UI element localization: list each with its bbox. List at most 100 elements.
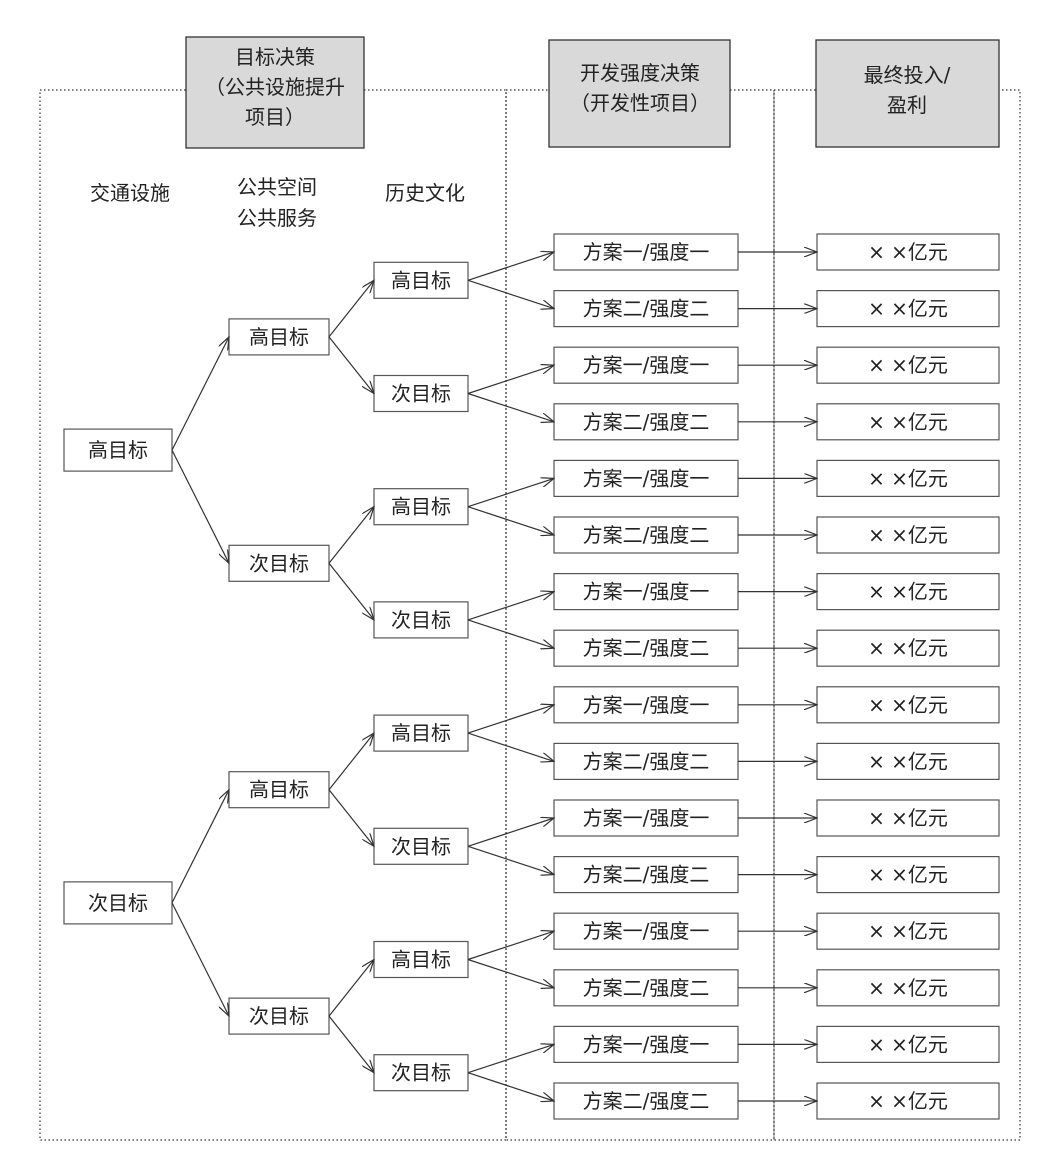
- plan-node-1-1-0-1-box: [553, 912, 739, 950]
- arrow-l2-l3-1-1-1: [328, 1015, 374, 1073]
- amount-node-0-1-1-1-label: × ×亿元: [868, 580, 948, 604]
- level3-node-1-1-1-label: 次目标: [391, 1061, 451, 1085]
- amount-node-1-0-0-2-label: × ×亿元: [868, 749, 948, 773]
- amount-node-1-1-1-2-box: [816, 1082, 1000, 1120]
- arrow-l1-l2-0-1: [171, 449, 229, 563]
- level3-node-0-0-0-label: 高目标: [391, 268, 451, 292]
- arrow-l2-l3-0-0-1: [328, 336, 374, 394]
- level3-node-1-1-0-box: [373, 940, 469, 979]
- plan-node-1-0-0-2-label: 方案二/强度二: [583, 749, 710, 773]
- plan-node-1-1-1-1-label: 方案一/强度一: [583, 1032, 710, 1056]
- arrow-l2-l3-1-1-0: [328, 960, 374, 1017]
- amount-node-1-1-0-2-box: [816, 969, 1000, 1007]
- arrow-l1-l2-1-0: [171, 790, 229, 904]
- level3-node-1-1-1-box: [373, 1054, 469, 1092]
- column-title-transport: 交通设施: [90, 181, 170, 205]
- plan-node-0-0-0-1-label: 方案一/强度一: [583, 240, 710, 264]
- level2-node-1-1-label: 次目标: [249, 1004, 309, 1028]
- arrow-l3-plan-0-0-0-2: [467, 279, 554, 308]
- level3-node-1-0-0-box: [373, 714, 469, 752]
- level1-node-0-box: [63, 428, 173, 472]
- plan-node-1-1-1-2-label: 方案二/强度二: [583, 1089, 710, 1113]
- plan-node-0-1-0-2-box: [553, 516, 739, 554]
- arrow-l3-plan-0-1-0-1: [467, 478, 554, 508]
- level2-node-1-0-label: 高目标: [249, 778, 309, 802]
- arrow-l2-l3-0-1-1: [328, 562, 374, 620]
- amount-node-1-0-0-1-box: [816, 686, 1000, 724]
- amount-node-0-0-1-2-box: [816, 403, 1000, 441]
- amount-node-0-1-0-2-box: [816, 516, 1000, 554]
- plan-node-1-1-0-1-label: 方案一/强度一: [583, 919, 710, 943]
- plan-node-0-0-1-1-label: 方案一/强度一: [583, 353, 710, 377]
- column-title-public-space-1: 公共空间: [237, 175, 317, 199]
- arrow-l3-plan-0-0-1-2: [467, 392, 554, 422]
- amount-node-1-1-1-2-label: × ×亿元: [868, 1089, 948, 1113]
- amount-node-1-0-1-2-box: [816, 855, 1000, 894]
- plan-node-0-1-1-2-label: 方案二/强度二: [583, 636, 710, 660]
- arrow-l3-plan-1-1-1-1: [467, 1044, 554, 1074]
- amount-node-0-0-1-2-label: × ×亿元: [868, 410, 948, 434]
- plan-node-1-0-0-1-label: 方案一/强度一: [583, 693, 710, 717]
- arrow-l3-plan-1-0-0-2: [467, 732, 554, 761]
- level3-node-0-1-1-label: 次目标: [391, 608, 451, 632]
- arrow-l3-plan-0-0-0-1: [467, 252, 554, 281]
- level3-node-1-0-1-box: [373, 827, 469, 865]
- arrow-l3-plan-1-0-0-1: [467, 705, 554, 734]
- plan-node-0-1-0-2-label: 方案二/强度二: [583, 523, 710, 547]
- plan-node-1-0-1-1-label: 方案一/强度一: [583, 806, 710, 830]
- amount-node-0-1-1-2-label: × ×亿元: [868, 636, 948, 660]
- column-title-heritage: 历史文化: [385, 181, 465, 205]
- arrow-l2-l3-1-0-0: [328, 733, 374, 791]
- arrow-l2-l3-0-0-0: [328, 280, 374, 338]
- plan-node-1-1-1-2-box: [553, 1082, 739, 1120]
- goal-decision-header-line-3: 项目）: [245, 105, 305, 129]
- final-header-line-2: 盈利: [887, 93, 927, 117]
- final-header-line-1: 最终投入/: [864, 63, 951, 87]
- amount-node-0-1-1-1-box: [816, 572, 1000, 611]
- goal-decision-header: [185, 36, 365, 149]
- plan-node-1-0-0-1-box: [553, 686, 739, 724]
- amount-node-1-0-1-1-label: × ×亿元: [868, 806, 948, 830]
- arrow-l2-l3-1-0-1: [328, 789, 374, 847]
- arrow-l3-plan-1-0-1-1: [467, 818, 554, 847]
- arrow-l2-l3-0-1-0: [328, 507, 374, 564]
- amount-node-0-1-0-1-label: × ×亿元: [868, 466, 948, 490]
- amount-node-0-0-0-1-label: × ×亿元: [868, 240, 948, 264]
- plan-node-1-0-1-2-box: [553, 855, 739, 894]
- plan-node-0-0-0-2-label: 方案二/强度二: [583, 297, 710, 321]
- amount-node-0-1-0-2-label: × ×亿元: [868, 523, 948, 547]
- level3-node-1-0-1-label: 次目标: [391, 834, 451, 858]
- plan-node-0-1-0-1-box: [553, 459, 739, 497]
- arrow-l3-plan-1-1-0-2: [467, 958, 554, 988]
- amount-node-0-0-1-1-box: [816, 346, 1000, 384]
- level2-node-0-1-label: 次目标: [249, 551, 309, 575]
- column-title-public-space-2: 公共服务: [237, 206, 317, 230]
- arrow-l3-plan-1-1-1-2: [467, 1072, 554, 1101]
- plan-node-0-0-1-2-box: [553, 403, 739, 441]
- amount-node-0-0-1-1-label: × ×亿元: [868, 353, 948, 377]
- level1-node-1-box: [63, 881, 173, 925]
- final-header: [815, 39, 1000, 148]
- level3-node-1-0-0-label: 高目标: [391, 721, 451, 745]
- plan-node-1-1-0-2-label: 方案二/强度二: [583, 976, 710, 1000]
- plan-node-0-1-1-1-box: [553, 572, 739, 611]
- plan-node-0-1-0-1-label: 方案一/强度一: [583, 466, 710, 490]
- goal-decision-header-line-2: （公共设施提升: [205, 75, 345, 99]
- arrow-l3-plan-0-1-1-2: [467, 619, 554, 648]
- level2-node-0-1-box: [228, 544, 330, 582]
- intensity-decision-header: [548, 39, 731, 148]
- level3-node-0-1-1-box: [373, 601, 469, 639]
- arrow-l1-l2-1-1: [171, 902, 229, 1016]
- intensity-decision-header-line-2: （开发性项目）: [570, 91, 710, 115]
- level1-node-0-label: 高目标: [88, 438, 148, 462]
- amount-node-1-1-0-1-label: × ×亿元: [868, 919, 948, 943]
- level3-node-1-1-0-label: 高目标: [391, 948, 451, 972]
- level3-node-0-0-1-label: 次目标: [391, 382, 451, 406]
- level3-node-0-1-0-box: [373, 488, 469, 526]
- plan-node-0-1-1-1-label: 方案一/强度一: [583, 580, 710, 604]
- amount-node-1-0-0-1-label: × ×亿元: [868, 693, 948, 717]
- arrow-l3-plan-0-1-0-2: [467, 506, 554, 535]
- amount-node-0-1-0-1-box: [816, 459, 1000, 497]
